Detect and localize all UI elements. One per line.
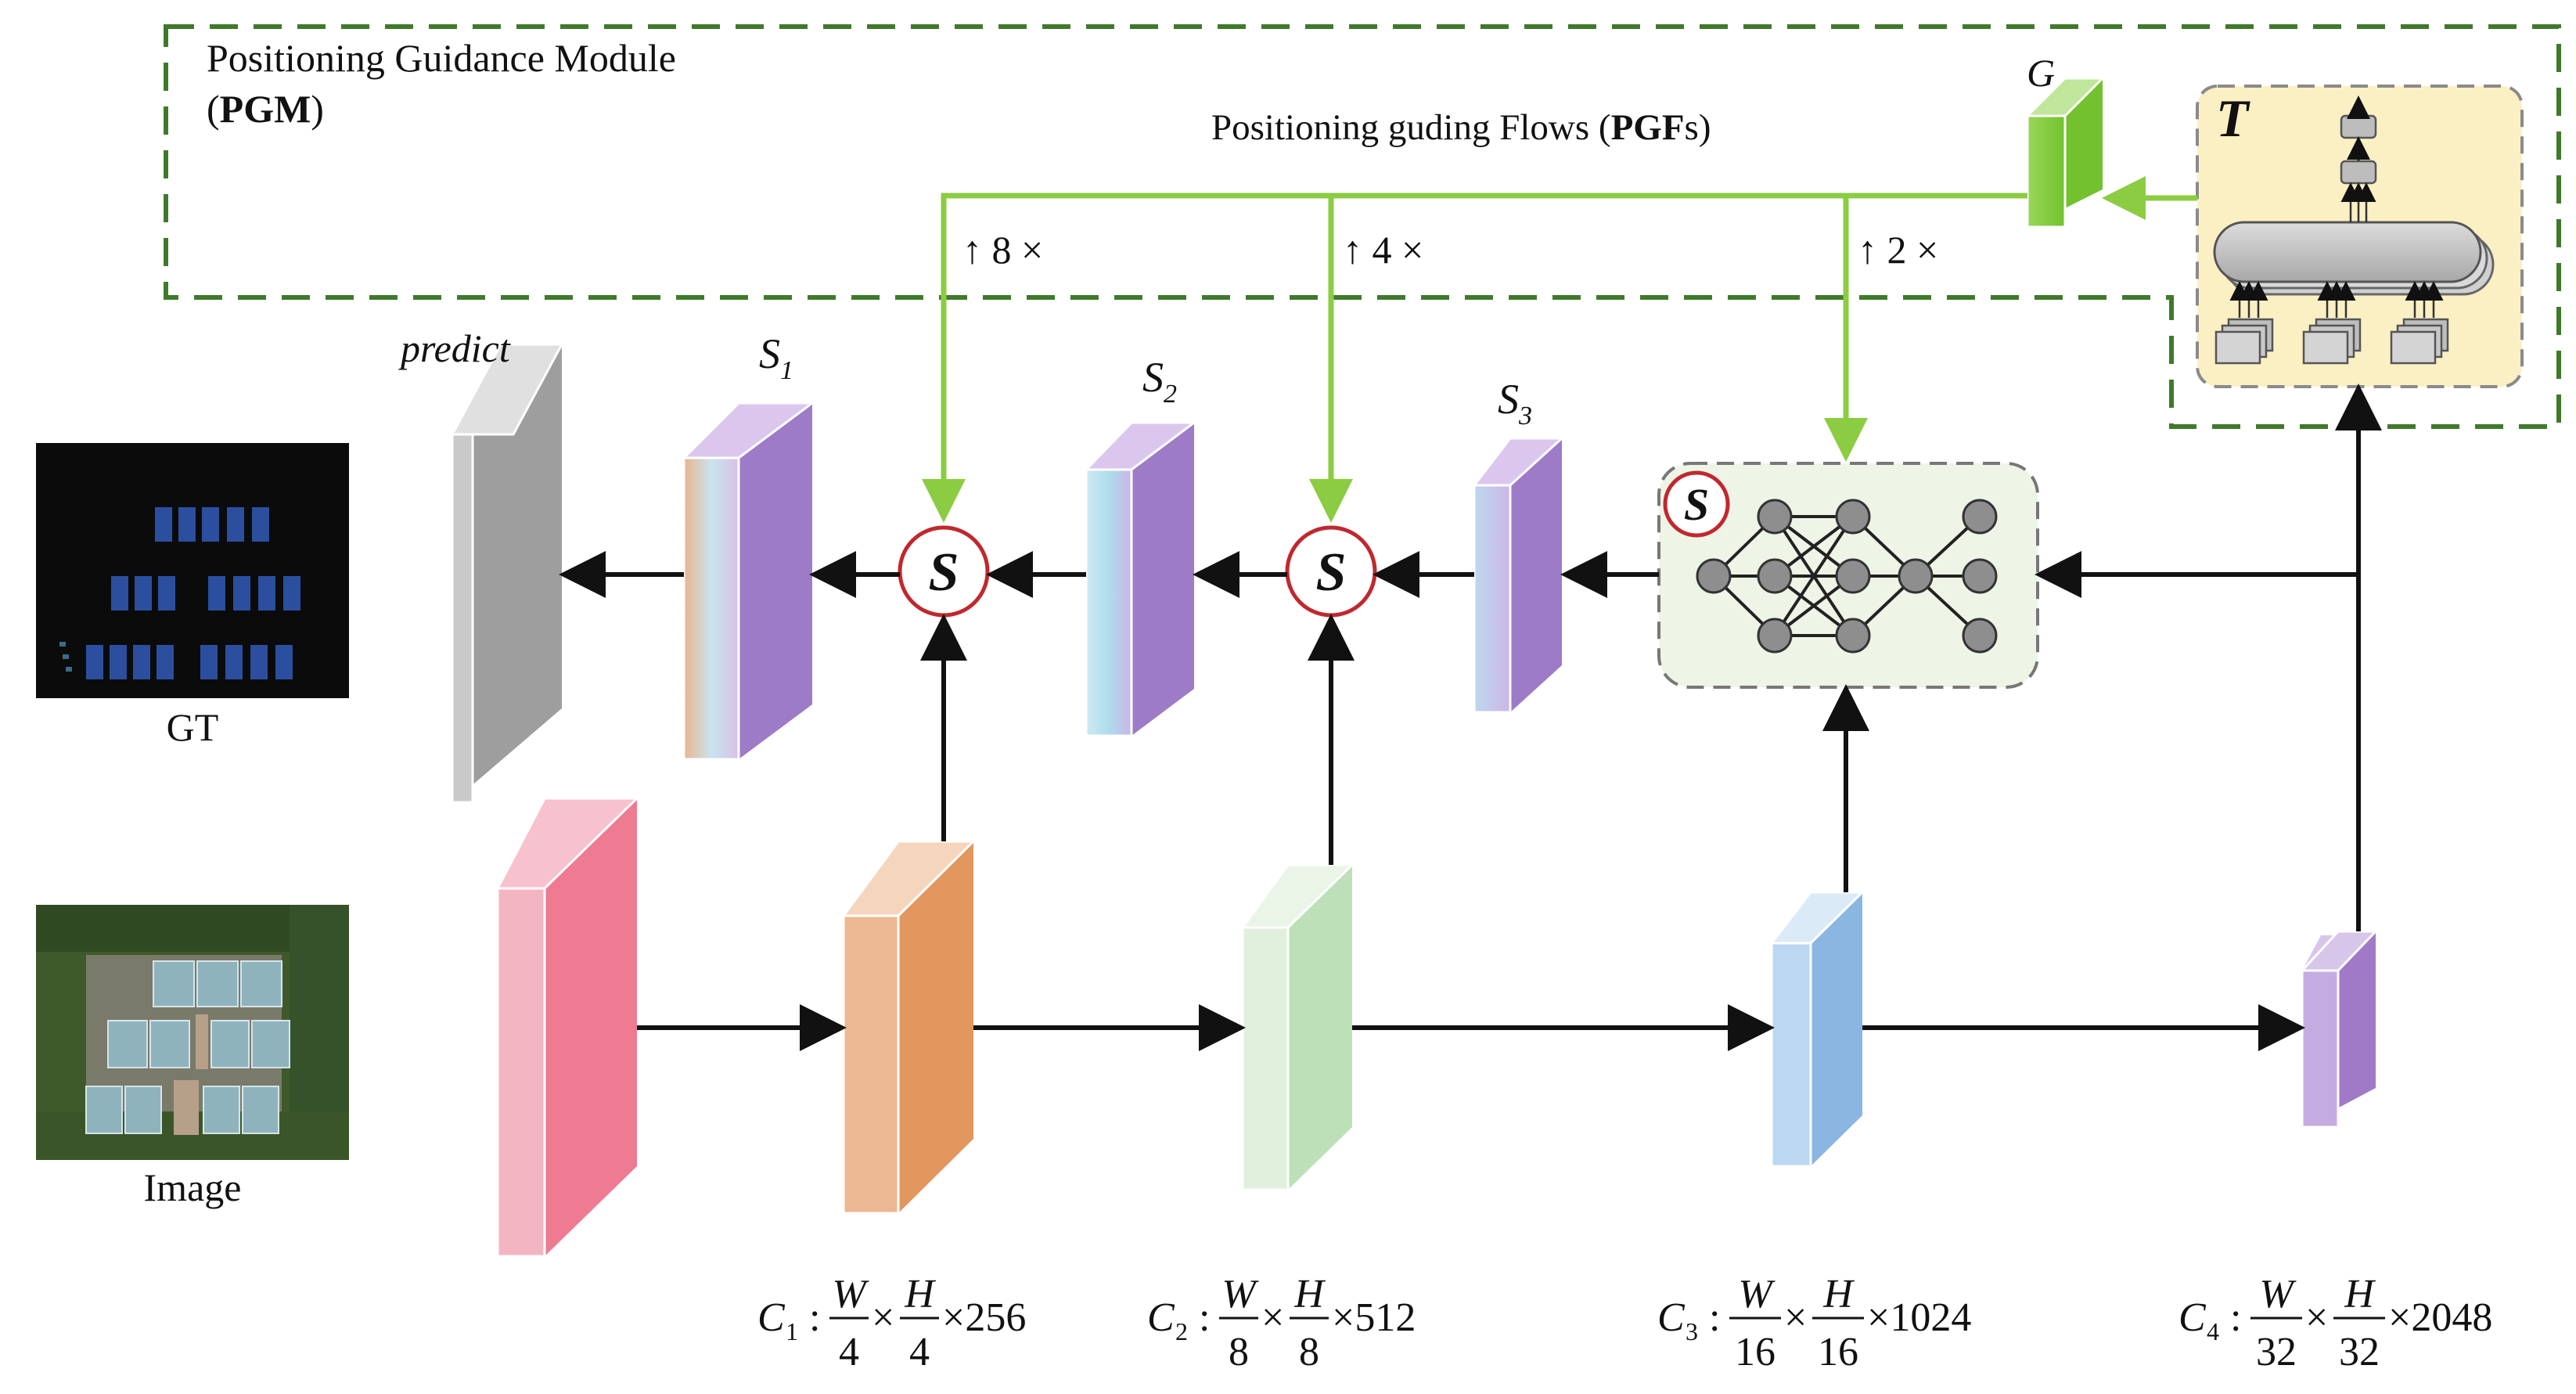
formula-w: W bbox=[1221, 1272, 1259, 1317]
formula-w: W bbox=[2259, 1272, 2297, 1317]
feature-name: C bbox=[2178, 1295, 2207, 1340]
formula-channels: ×256 bbox=[942, 1295, 1026, 1340]
formula-colon: : bbox=[1709, 1295, 1720, 1340]
feature-subscript: 3 bbox=[1686, 1317, 1698, 1345]
formula-w-denominator: 32 bbox=[2256, 1330, 2297, 1374]
formula-colon: : bbox=[809, 1295, 820, 1340]
formula-h: H bbox=[1293, 1272, 1326, 1317]
formula-times: × bbox=[1784, 1295, 1807, 1340]
pgf-flow-lines bbox=[941, 193, 2027, 509]
formula-h: H bbox=[904, 1272, 936, 1317]
s3-symbol-circle bbox=[1663, 470, 1730, 538]
formula-channels: ×512 bbox=[1332, 1295, 1416, 1340]
formula-times: × bbox=[872, 1295, 894, 1340]
feature-subscript: 2 bbox=[1175, 1317, 1188, 1345]
g-feature-block bbox=[2024, 77, 2106, 229]
s3-block bbox=[1471, 437, 1565, 714]
c3-block bbox=[1768, 891, 1865, 1168]
formula-channels: ×1024 bbox=[1867, 1295, 1971, 1340]
network-icon bbox=[1696, 499, 1998, 654]
transformer-icon bbox=[2213, 95, 2495, 365]
formula-times: × bbox=[1261, 1295, 1284, 1340]
upsample-4x: ↑ 4 × bbox=[1343, 228, 1423, 272]
feature-name: C bbox=[1147, 1295, 1175, 1340]
upsample-8x: ↑ 8 × bbox=[962, 228, 1043, 272]
feature-subscript: 4 bbox=[2207, 1317, 2219, 1345]
upsample-2x: ↑ 2 × bbox=[1858, 228, 1938, 272]
formula-w-denominator: 4 bbox=[839, 1330, 859, 1374]
formula-w: W bbox=[1738, 1272, 1775, 1317]
gt-caption: GT bbox=[167, 705, 219, 749]
input-block bbox=[495, 797, 640, 1258]
pgf-label: Positioning guding Flows (PGFs) bbox=[1211, 107, 1711, 148]
gt-mask-image bbox=[36, 443, 349, 698]
formula-w: W bbox=[832, 1272, 869, 1317]
predict-block bbox=[450, 343, 564, 804]
formula-colon: : bbox=[1199, 1295, 1210, 1340]
feature-subscript: 1 bbox=[786, 1317, 798, 1345]
input-aerial-image bbox=[36, 905, 349, 1160]
s2-label: S2 bbox=[1142, 354, 1177, 409]
s3-symbol-text: S bbox=[1684, 479, 1709, 530]
s1-block bbox=[681, 402, 816, 761]
feature-name: C bbox=[1657, 1295, 1686, 1340]
formula-h-denominator: 8 bbox=[1299, 1330, 1319, 1374]
formula-w-denominator: 8 bbox=[1229, 1330, 1249, 1374]
formula-h-denominator: 32 bbox=[2339, 1330, 2380, 1374]
s1-label: S1 bbox=[759, 330, 793, 385]
formula-times: × bbox=[2305, 1295, 2328, 1340]
feature-name: C bbox=[757, 1295, 786, 1340]
image-caption: Image bbox=[144, 1165, 242, 1209]
s3-label: S3 bbox=[1498, 376, 1532, 430]
formula-channels: ×2048 bbox=[2388, 1295, 2492, 1340]
c4-block-face bbox=[2299, 930, 2379, 1129]
formula-h: H bbox=[2344, 1272, 2376, 1317]
predict-label: predict bbox=[398, 326, 511, 370]
formula-h: H bbox=[1822, 1272, 1855, 1317]
skip-arrows bbox=[920, 384, 2382, 931]
formula-w-denominator: 16 bbox=[1735, 1330, 1775, 1374]
fusion-s2-text: S bbox=[1316, 542, 1347, 603]
fusion-s1-text: S bbox=[929, 542, 959, 603]
c1-block bbox=[841, 840, 977, 1215]
formula-h-denominator: 4 bbox=[909, 1330, 930, 1374]
pgm-title-line1: Positioning Guidance Module bbox=[207, 36, 676, 80]
formula-h-denominator: 16 bbox=[1818, 1330, 1858, 1374]
transformer-label: T bbox=[2216, 88, 2250, 148]
g-label: G bbox=[2027, 51, 2055, 95]
formula-colon: : bbox=[2230, 1295, 2241, 1340]
pgm-dashed-border bbox=[164, 24, 2561, 429]
pgm-title-line2: (PGM) bbox=[207, 87, 324, 131]
s2-block bbox=[1083, 421, 1198, 737]
c2-block bbox=[1240, 863, 1355, 1191]
